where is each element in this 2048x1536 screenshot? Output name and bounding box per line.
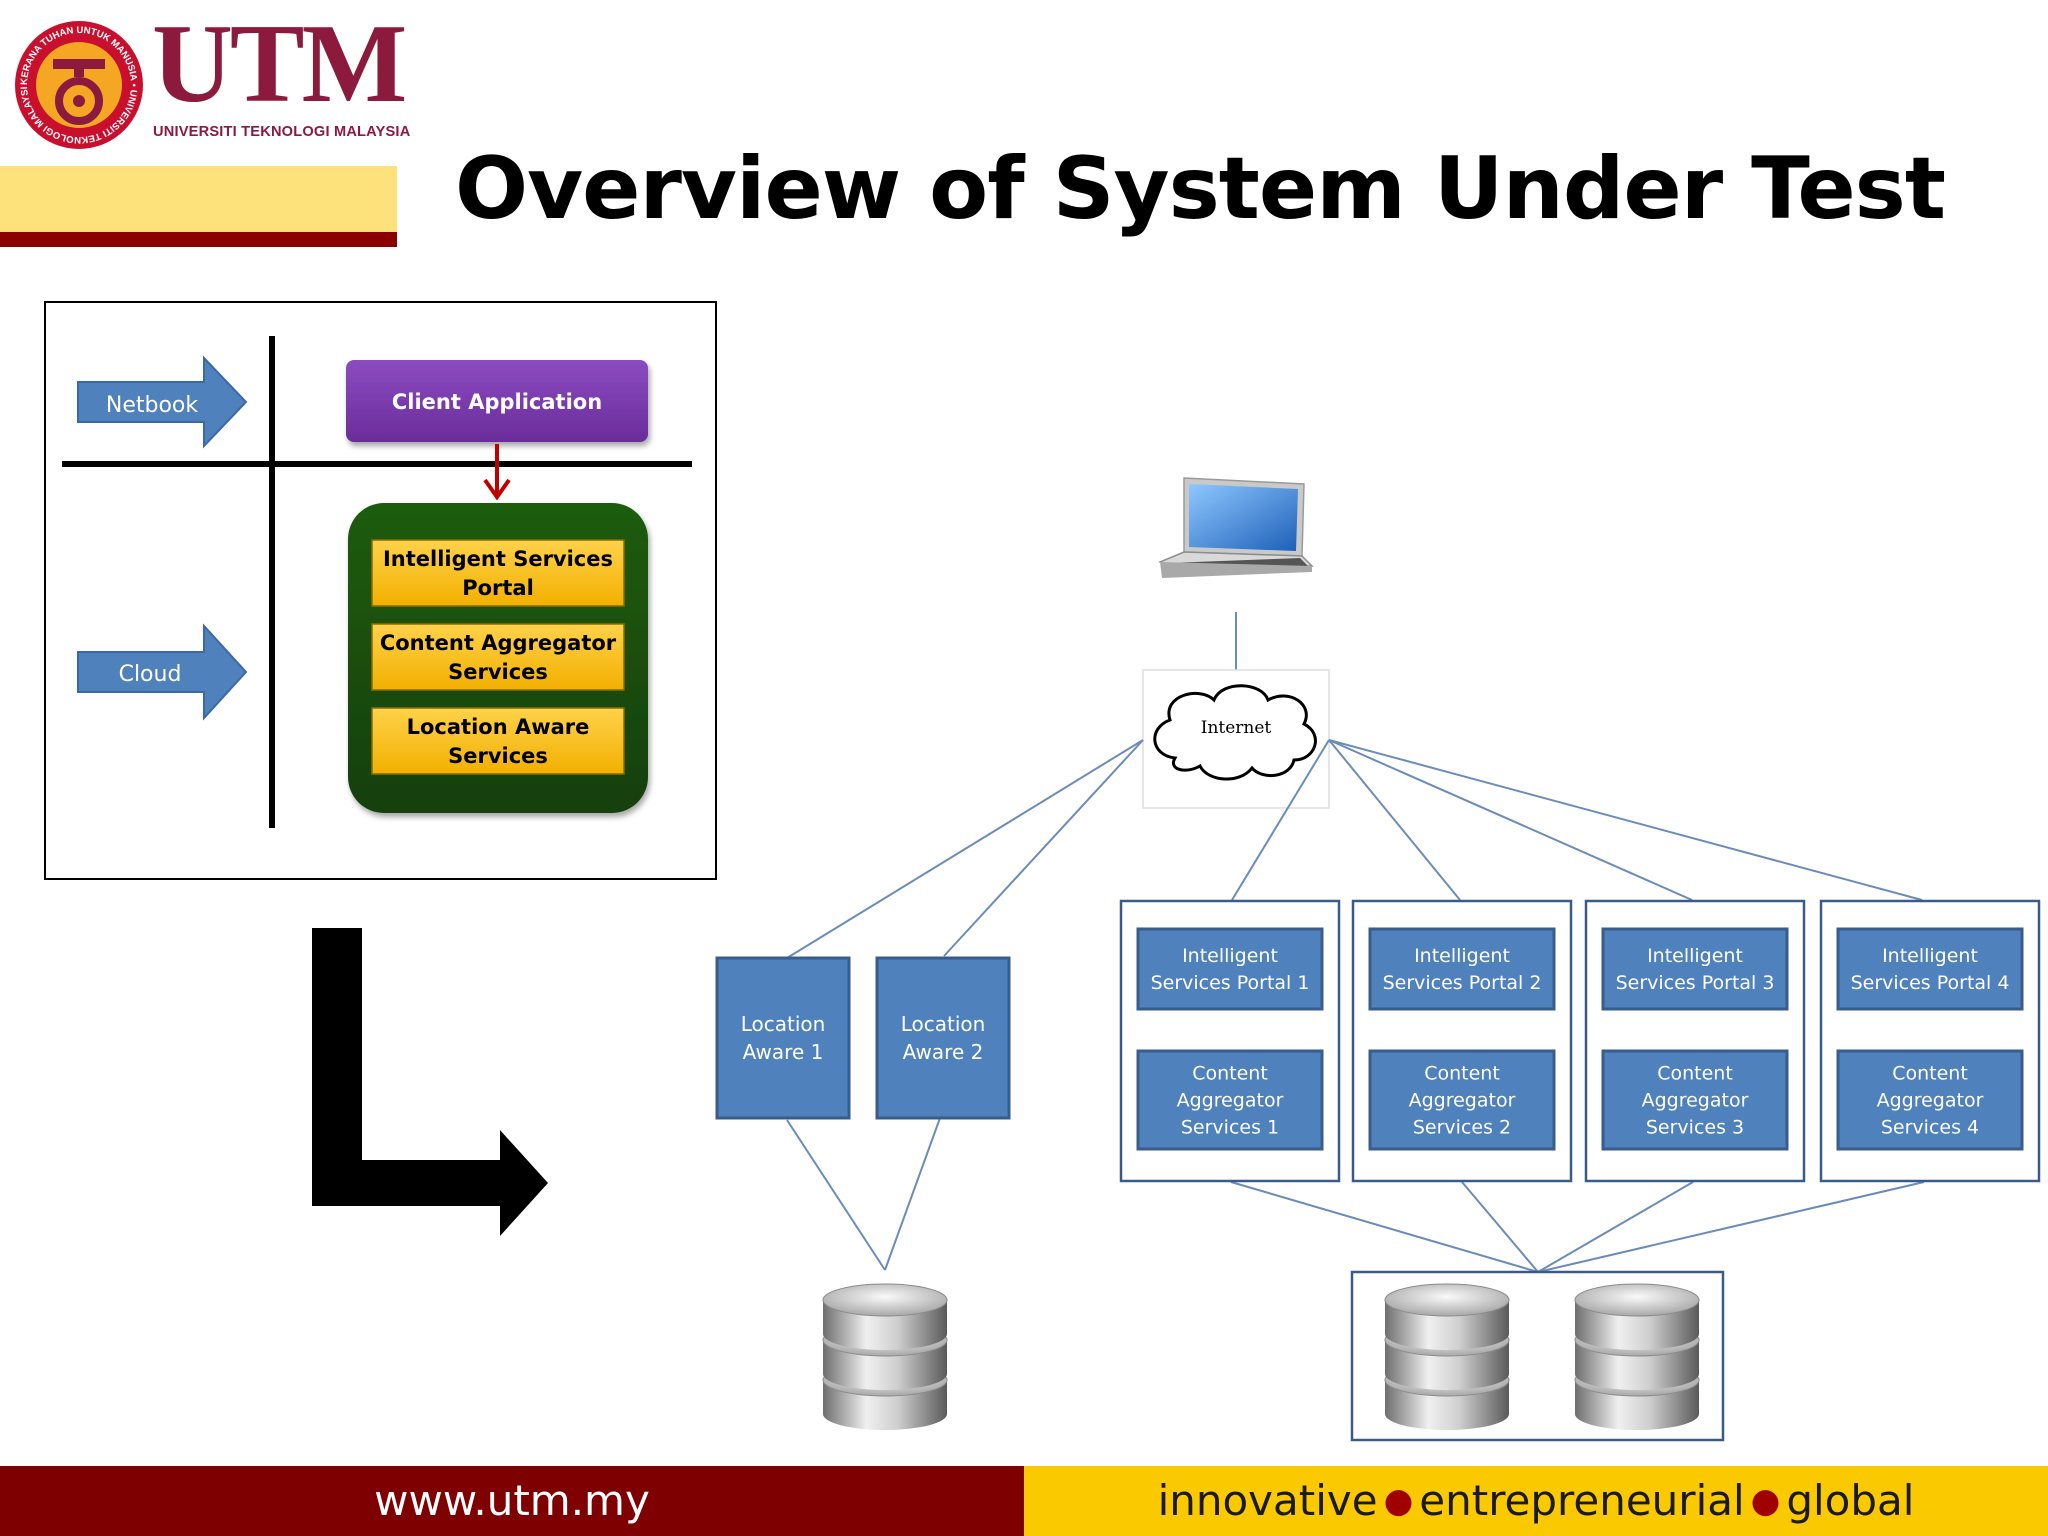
utm-logo: KERANA TUHAN UNTUK MANUSIA • UNIVERSITI … [0, 0, 410, 250]
internet-node: Internet [1142, 669, 1330, 809]
footer-tagline: innovative●entrepreneurial●global [1024, 1476, 2048, 1525]
internet-label: Internet [1201, 718, 1272, 738]
tagline-global: global [1786, 1476, 1915, 1525]
network-link [1230, 1181, 1539, 1273]
network-link [1231, 739, 1330, 901]
system-diagram: Netbook Cloud Client Application Intelli… [44, 301, 2041, 1442]
tagline-innovative: innovative [1157, 1476, 1378, 1525]
bullet-icon: ● [1750, 1481, 1781, 1521]
tagline-entrepreneurial: entrepreneurial [1419, 1476, 1745, 1525]
network-link [1328, 739, 1923, 901]
logo-band-red [0, 232, 397, 247]
network-link [1537, 1181, 1694, 1273]
database-icon [1574, 1283, 1700, 1430]
footer-right: innovative●entrepreneurial●global [1024, 1466, 2048, 1536]
cloud-label: Cloud [119, 662, 182, 687]
network-link [943, 739, 1144, 957]
network-link [1461, 1181, 1539, 1273]
laptop-icon [1158, 477, 1314, 578]
network-link [1328, 739, 1461, 901]
location-database-icon [822, 1283, 948, 1430]
intelligent-portal-node [1836, 927, 2024, 1011]
cloud-icon [1153, 684, 1317, 781]
cloud-service-box [371, 707, 625, 775]
netbook-label: Netbook [106, 393, 199, 418]
flow-arrow-icon [312, 928, 548, 1236]
utm-wordmark: UTM [152, 2, 407, 126]
client-to-cloud-arrow [483, 444, 511, 501]
footer-left: www.utm.my [0, 1466, 1024, 1536]
network-link [786, 1119, 886, 1271]
footer-url: www.utm.my [374, 1476, 650, 1525]
logo-band-yellow [0, 166, 397, 232]
intelligent-portal-node [1601, 927, 1789, 1011]
intelligent-portal-node [1136, 927, 1324, 1011]
slide-title: Overview of System Under Test [455, 139, 1946, 239]
network-link [786, 739, 1144, 959]
client-application-box [346, 360, 648, 442]
utm-subtitle: UNIVERSITI TEKNOLOGI MALAYSIA [153, 124, 411, 140]
network-link [884, 1117, 941, 1271]
content-aggregator-node [1836, 1049, 2024, 1151]
network-link [1537, 1181, 1925, 1273]
cloud-service-box [371, 623, 625, 691]
utm-seal-icon: KERANA TUHAN UNTUK MANUSIA • UNIVERSITI … [13, 19, 143, 149]
architecture-panel: Netbook Cloud Client Application Intelli… [44, 301, 717, 880]
location-aware-node [875, 956, 1011, 1120]
cloud-service-box [371, 539, 625, 607]
client-application-label: Client Application [392, 390, 602, 414]
netbook-arrow: Netbook [77, 355, 248, 449]
network-link [1328, 739, 1693, 901]
content-aggregator-node [1136, 1049, 1324, 1151]
location-aware-node [715, 956, 851, 1120]
bullet-icon: ● [1383, 1481, 1414, 1521]
intelligent-portal-node [1368, 927, 1556, 1011]
cloud-arrow: Cloud [77, 623, 248, 721]
content-aggregator-node [1601, 1049, 1789, 1151]
database-icon [1384, 1283, 1510, 1430]
content-aggregator-node [1368, 1049, 1556, 1151]
